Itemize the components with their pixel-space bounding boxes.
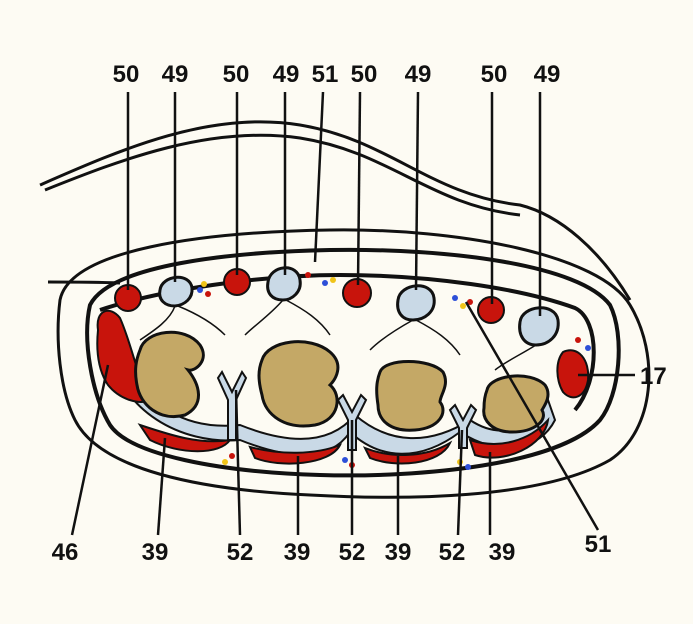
nerve-49-d (518, 306, 560, 347)
inner-ring (85, 247, 621, 478)
leader-52-a (234, 389, 242, 536)
leader-51-top (313, 91, 325, 263)
septum (415, 319, 461, 356)
septum (177, 305, 226, 336)
label-52: 52 (227, 539, 254, 566)
dot (465, 464, 471, 470)
leader-39-a (156, 437, 167, 536)
label-49: 49 (273, 61, 300, 88)
tendon-4 (482, 374, 550, 434)
label-17: 17 (640, 363, 667, 390)
skin-fold-top-inner (44, 133, 521, 217)
label-39: 39 (489, 539, 516, 566)
skin-fold-top (39, 120, 632, 301)
dot (197, 287, 203, 293)
leader-49-c (414, 91, 420, 291)
leader-lines (70, 91, 635, 536)
muscle-39-c (362, 440, 453, 465)
fibrous-septa (139, 299, 537, 371)
dot (305, 272, 311, 278)
septum (369, 319, 414, 351)
nerve-49-c (396, 284, 436, 322)
tendon-sheath (108, 343, 557, 456)
septum-52-c (448, 403, 478, 449)
muscle-17 (556, 349, 590, 399)
label-49: 49 (162, 61, 189, 88)
digital-arteries (114, 268, 505, 324)
skin-left-edge (47, 280, 121, 285)
dot (322, 280, 328, 286)
label-50: 50 (481, 61, 508, 88)
septum (285, 299, 331, 336)
septum (494, 344, 537, 371)
dot (229, 453, 235, 459)
label-52: 52 (339, 539, 366, 566)
muscle-39-b (248, 443, 343, 465)
label-52: 52 (439, 539, 466, 566)
label-39: 39 (284, 539, 311, 566)
dot (460, 303, 466, 309)
labels-bottom: 46 39 52 39 52 39 52 39 51 (52, 531, 612, 566)
label-51: 51 (585, 531, 612, 558)
dot (222, 459, 228, 465)
dot (467, 299, 473, 305)
leader-50-c (356, 91, 362, 286)
dot (575, 337, 581, 343)
leader-52-c (456, 429, 464, 536)
dot (342, 457, 348, 463)
label-50: 50 (223, 61, 250, 88)
dot (585, 345, 591, 351)
dot (452, 295, 458, 301)
septum (139, 305, 176, 341)
leader-46 (70, 364, 110, 536)
label-46: 46 (52, 539, 79, 566)
septum (244, 299, 284, 336)
tendon-2 (257, 340, 340, 428)
label-39: 39 (385, 539, 412, 566)
label-49: 49 (405, 61, 432, 88)
dot (205, 291, 211, 297)
digital-nerves (158, 266, 560, 347)
label-50: 50 (351, 61, 378, 88)
muscle-39-d (468, 416, 550, 459)
label-39: 39 (142, 539, 169, 566)
label-49: 49 (534, 61, 561, 88)
deep-fascia (99, 272, 596, 412)
leader-51-bottom (464, 301, 600, 531)
label-51: 51 (312, 61, 339, 88)
tendon-3 (375, 360, 447, 432)
flexor-tendons (134, 330, 550, 434)
dot (330, 277, 336, 283)
label-50: 50 (113, 61, 140, 88)
sheath-band-bottom (108, 343, 557, 456)
labels-top: 50 49 50 49 51 50 49 50 49 (113, 61, 561, 88)
dot (201, 281, 207, 287)
tendon-1 (134, 330, 205, 418)
